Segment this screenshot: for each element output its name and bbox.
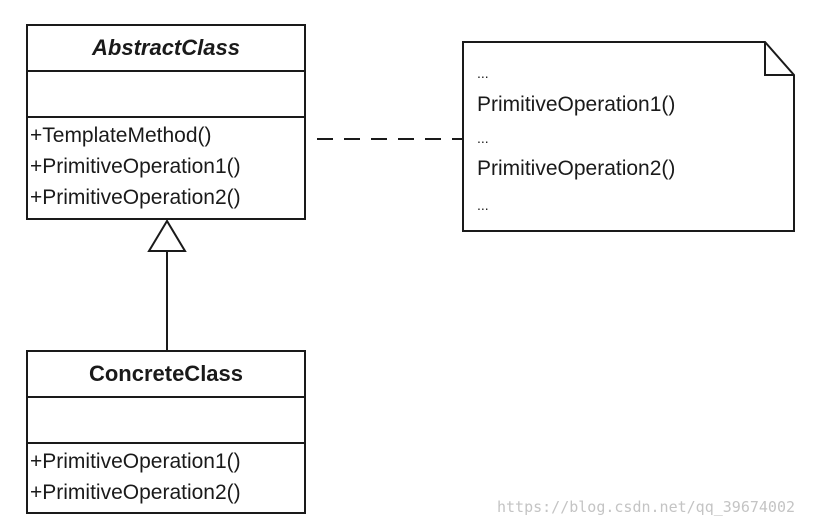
note-line-primitive-2: PrimitiveOperation2() [477, 157, 675, 180]
watermark-url: https://blog.csdn.net/qq_39674002 [497, 498, 796, 516]
operation-primitive-1: +PrimitiveOperation1() [30, 450, 241, 473]
operation-template-method: +TemplateMethod() [30, 124, 212, 147]
note-shape [462, 41, 795, 232]
note-line-primitive-1: PrimitiveOperation1() [477, 93, 675, 116]
note-ellipsis-3: ... [477, 197, 489, 213]
note-ellipsis-2: ... [477, 130, 489, 146]
operation-primitive-2: +PrimitiveOperation2() [30, 481, 241, 504]
operation-primitive-2: +PrimitiveOperation2() [30, 186, 241, 209]
abstract-class-name: AbstractClass [28, 26, 304, 72]
concrete-class-name: ConcreteClass [28, 352, 304, 398]
operation-primitive-1: +PrimitiveOperation1() [30, 155, 241, 178]
abstract-class-attributes [28, 72, 304, 118]
note-ellipsis-1: ... [477, 65, 489, 81]
concrete-class-operations: +PrimitiveOperation1() +PrimitiveOperati… [28, 444, 304, 508]
concrete-class-box[interactable]: ConcreteClass +PrimitiveOperation1() +Pr… [26, 350, 306, 514]
concrete-class-attributes [28, 398, 304, 444]
abstract-class-box[interactable]: AbstractClass +TemplateMethod() +Primiti… [26, 24, 306, 220]
abstract-class-operations: +TemplateMethod() +PrimitiveOperation1()… [28, 118, 304, 213]
generalization-arrowhead [147, 219, 187, 252]
note-folded-corner [764, 42, 794, 76]
